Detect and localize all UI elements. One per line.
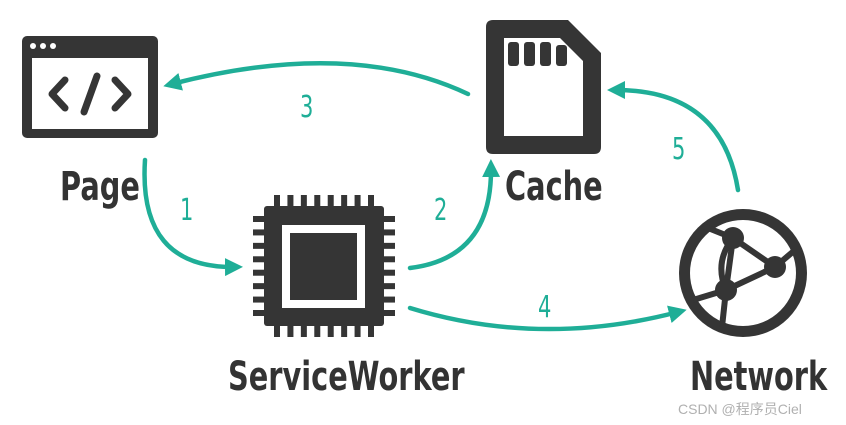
chip-pin [253,229,264,236]
chip-pin [368,326,374,337]
network-label: Network [690,354,828,400]
watermark: CSDN @程序员Ciel [678,401,802,417]
arrow-4-serviceworker-to-network [407,305,687,332]
chip-pin [384,283,395,290]
page-label: Page [60,164,140,210]
step-4-label: 4 [538,290,552,325]
chip-pin [327,326,334,337]
chip-pin [384,216,395,222]
chip-pin [253,310,264,316]
memory-card-icon [486,20,601,154]
chip-pin [300,326,307,337]
chip-pin [384,242,395,249]
cache-label: Cache [505,164,603,210]
chip-pin [341,326,348,337]
chip-pin [253,283,264,290]
chip-pin [300,195,307,206]
chip-pin [384,296,395,303]
step-2-label: 2 [434,193,448,228]
chip-pin [314,195,321,206]
chip-pin [384,269,395,276]
arrow-1-page-to-serviceworker [142,157,243,277]
chip-pin [368,195,374,206]
chip-pin [354,195,361,206]
step-5-label: 5 [672,132,686,167]
code-window-icon [22,36,158,138]
step-1-label: 1 [180,193,194,228]
chip-icon [253,195,395,337]
chip-pin [384,256,395,263]
serviceworker-label: ServiceWorker [228,354,465,400]
chip-pin [274,195,280,206]
chip-pin [253,296,264,303]
chip-pin [327,195,334,206]
chip-pin [384,229,395,236]
chip-pin [287,195,294,206]
chip-pin [253,269,264,276]
chip-pin [253,242,264,249]
chip-pin [287,326,294,337]
arrow-5-network-to-cache [607,81,741,193]
chip-pin [341,195,348,206]
chip-pin [253,256,264,263]
chip-pin [314,326,321,337]
chip-pin [253,216,264,222]
globe-network-icon [679,209,807,337]
step-3-label: 3 [300,90,314,125]
chip-pin [384,310,395,316]
chip-pin [354,326,361,337]
arrow-3-cache-to-page [163,61,471,97]
chip-pin [274,326,280,337]
arrow-2-serviceworker-to-cache [407,159,501,271]
